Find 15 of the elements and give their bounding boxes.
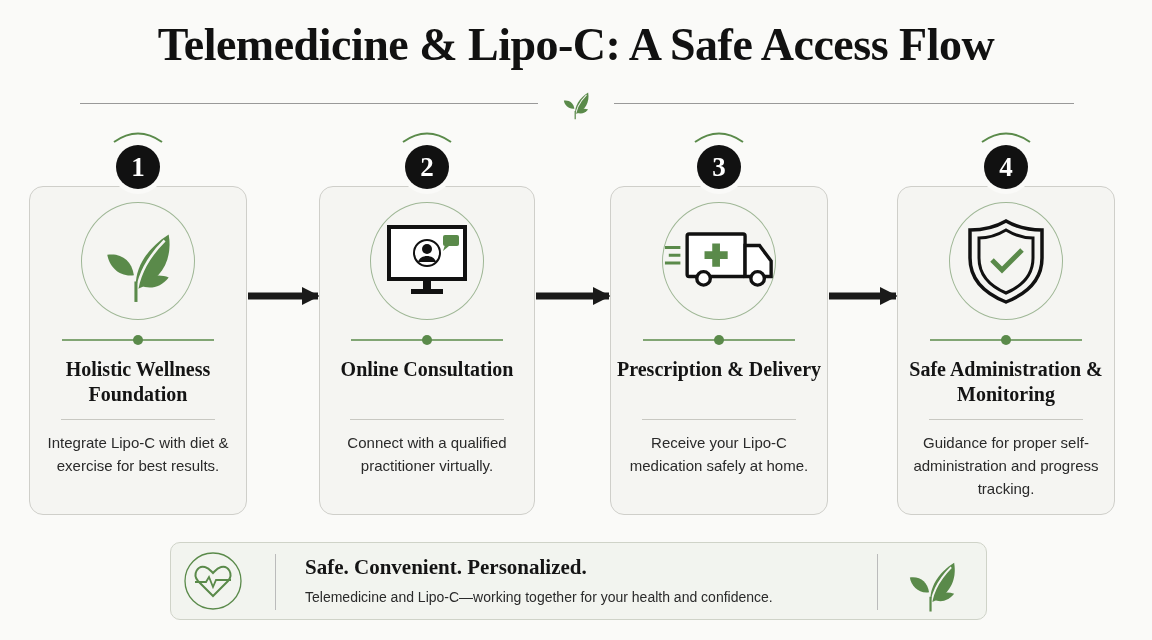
step-description: Integrate Lipo-C with diet & exercise for best results. [46,433,230,476]
step-description: Guidance for proper self-administration and progress tracking. [912,433,1100,499]
title: Telemedicine & Lipo-C: A Safe Access Flow [156,18,996,71]
step-heading: Online Consultation [339,357,515,382]
step-heading: Prescription & Delivery [617,357,821,382]
arrow [536,286,611,306]
summary-banner [170,542,987,620]
arrow [248,286,320,306]
step-heading: Holistic Wellness Foundation [64,357,212,407]
step-description: Receive your Lipo-C medication safely at home. [628,433,810,476]
arrow [829,286,898,306]
banner-heading: Safe. Convenient. Personalized. [305,555,587,580]
step-description: Connect with a qualified practitioner virtually. [346,433,508,476]
step-heading: Safe Administration & Monitoring [908,357,1104,407]
banner-text: Telemedicine and Lipo-C—working together for your health and confidence. [305,589,773,605]
